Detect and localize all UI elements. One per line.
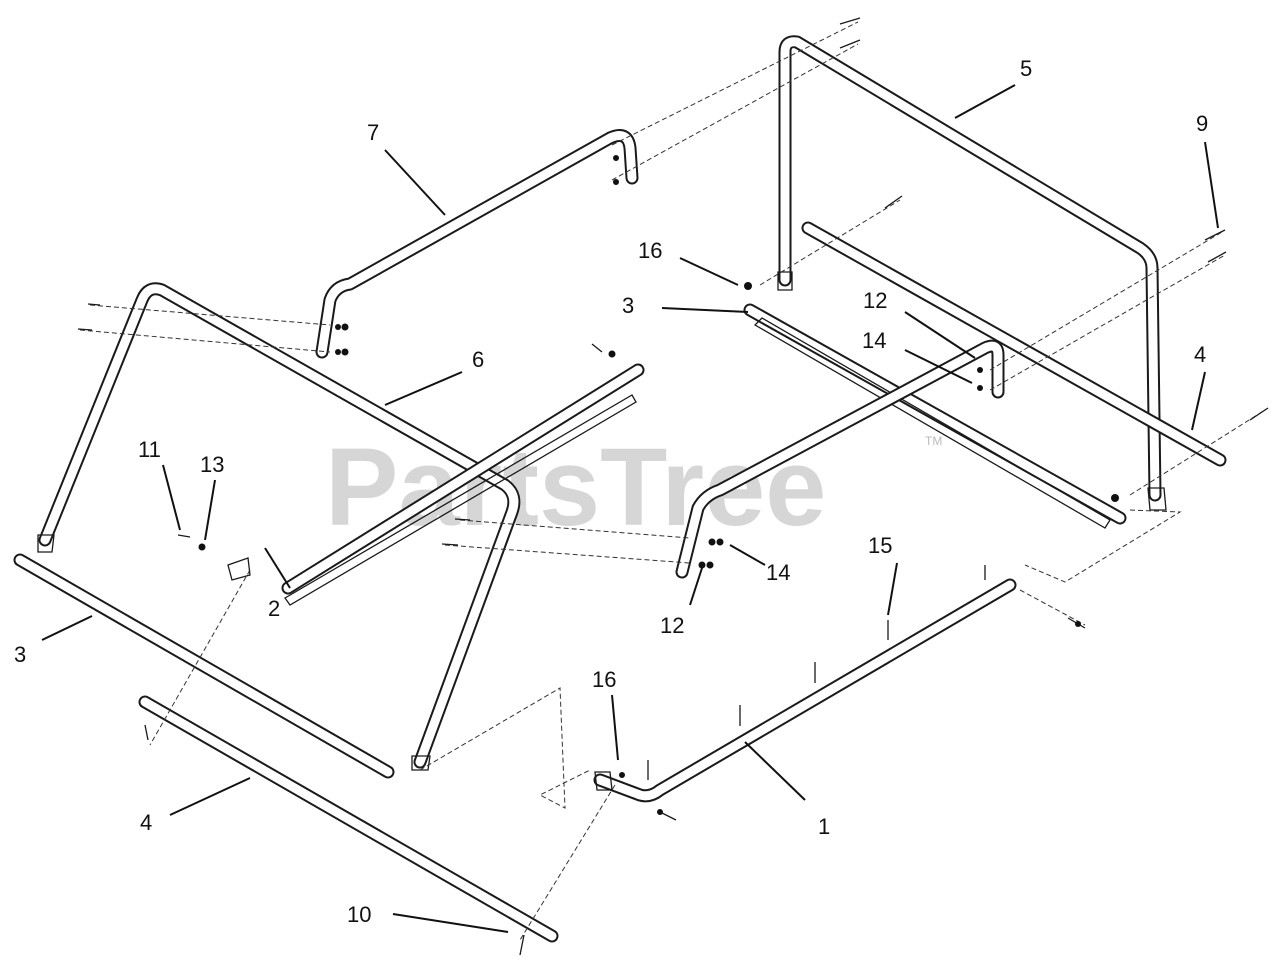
callout-14-upper: 14 (862, 328, 886, 353)
callout-labels: 5 7 9 16 3 12 14 6 4 11 13 2 14 15 12 3 … (14, 56, 1208, 927)
watermark: PartsTree TM (325, 426, 942, 549)
callout-12-upper: 12 (863, 288, 887, 313)
callout-13: 13 (200, 452, 224, 477)
part-1-lower-rail (593, 578, 1017, 803)
leader-lines (41, 84, 1219, 933)
callout-6: 6 (472, 347, 484, 372)
callout-11: 11 (138, 437, 161, 462)
part-7-top-bar (315, 129, 639, 359)
callout-16-upper: 16 (638, 238, 662, 263)
callout-15: 15 (868, 533, 892, 558)
callout-9: 9 (1196, 111, 1208, 136)
callout-2: 2 (268, 596, 280, 621)
callout-1: 1 (818, 814, 830, 839)
part-bent-middle-bar (675, 339, 1005, 579)
callout-7: 7 (367, 120, 379, 145)
part-2-middle-rail (281, 363, 645, 606)
callout-3-upper: 3 (622, 293, 634, 318)
part-5-rear-hoop (777, 35, 1167, 511)
callout-5: 5 (1020, 56, 1032, 81)
alignment-lines (79, 21, 1266, 941)
watermark-text: PartsTree (325, 426, 826, 549)
part-4-lower-rod (138, 695, 559, 943)
callout-4-lower: 4 (140, 810, 152, 835)
part-3-left-side-rail (13, 553, 395, 779)
callout-10: 10 (347, 902, 371, 927)
part-3-right-side-rail (743, 303, 1127, 529)
part-6-front-hoop (37, 282, 521, 771)
hardware (77, 17, 1269, 956)
callout-14-lower: 14 (766, 560, 790, 585)
callout-4-upper: 4 (1194, 342, 1206, 367)
callout-12-lower: 12 (660, 613, 684, 638)
part-4-upper-rod (801, 221, 1227, 467)
callout-16-lower: 16 (592, 667, 616, 692)
callout-3-lower: 3 (14, 642, 26, 667)
watermark-trademark: TM (925, 434, 942, 448)
